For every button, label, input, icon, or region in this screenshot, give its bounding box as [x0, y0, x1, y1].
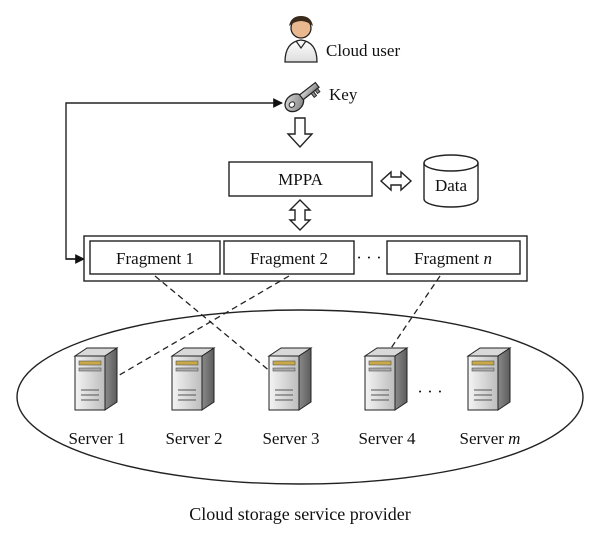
server-label: Server 2 [165, 429, 222, 448]
cloud-user-icon [284, 16, 318, 63]
mppa-fragments-double-arrow [288, 199, 312, 231]
server-ellipsis: · · · [417, 382, 442, 401]
fragment-box [89, 240, 221, 275]
server-label: Server 3 [262, 429, 319, 448]
fragmentn-to-server4-arrow [365, 275, 441, 386]
mppa-data-double-arrow [379, 170, 413, 192]
mppa-box [228, 161, 373, 197]
cloud-provider-label: Cloud storage service provider [189, 504, 410, 524]
fragment-label: Fragment 2 [250, 249, 328, 268]
key-label: Key [329, 85, 358, 104]
server-icon [466, 347, 512, 411]
data-store-cylinder [423, 154, 479, 208]
fragment2-to-server1-arrow [103, 275, 290, 385]
server-label: Server 1 [68, 429, 125, 448]
server-label: Server 4 [358, 429, 416, 448]
servers-group [73, 347, 512, 411]
server-label: Server m [460, 429, 521, 448]
fragment-label: Fragment 1 [116, 249, 194, 268]
server-icon [363, 347, 409, 411]
fragment-label: Fragment n [414, 249, 492, 268]
server-icon [73, 347, 119, 411]
fragment1-to-server3-arrow [154, 275, 284, 383]
key-to-mppa-arrow [286, 117, 314, 149]
server-icon [267, 347, 313, 411]
key-icon [284, 81, 321, 113]
cloud-user-label: Cloud user [326, 41, 400, 60]
fragment-box [223, 240, 355, 275]
server-icon [170, 347, 216, 411]
mppa-label: MPPA [278, 170, 323, 189]
fragment-box [386, 240, 521, 275]
fragment-ellipsis: · · · [356, 248, 381, 267]
data-store-label: Data [435, 176, 468, 195]
